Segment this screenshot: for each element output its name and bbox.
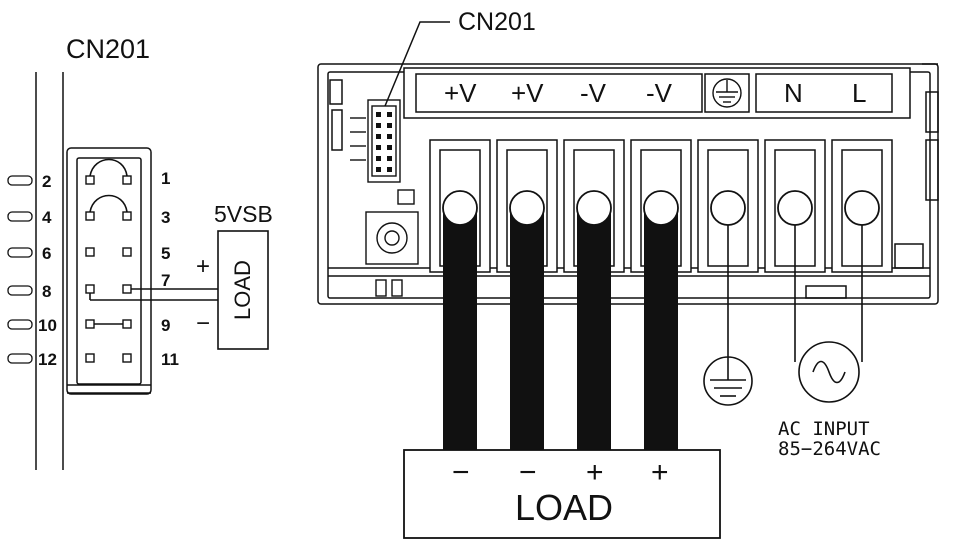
terminal-label-n: N xyxy=(784,78,803,108)
cn201-callout-leader xyxy=(384,21,450,107)
connector-pin-tabs xyxy=(7,175,33,364)
pin-label-11: 11 xyxy=(161,350,179,369)
load-sign-1: − xyxy=(452,456,470,489)
pin-label-6: 6 xyxy=(42,244,52,263)
pin-label-10: 10 xyxy=(38,316,57,335)
cn201-connector-board xyxy=(35,72,152,470)
ac-source-icon xyxy=(794,225,863,403)
ac-voltage-label: 85−264VAC xyxy=(778,438,881,460)
standby-minus-sign: − xyxy=(196,310,211,337)
pin-label-3: 3 xyxy=(161,208,171,227)
ac-input-label: AC INPUT xyxy=(778,418,870,440)
standby-load-label: LOAD xyxy=(230,260,255,320)
pin-label-9: 9 xyxy=(161,316,171,335)
connector-pins xyxy=(85,175,132,363)
main-load-box xyxy=(403,449,721,539)
standby-load-box xyxy=(217,230,269,350)
pin-label-8: 8 xyxy=(42,282,52,301)
pin-label-2: 2 xyxy=(42,172,52,191)
connector-jumpers xyxy=(89,158,218,325)
earth-ground-wire xyxy=(703,225,753,406)
pin-label-4: 4 xyxy=(42,208,52,227)
psu-cn201-callout: CN201 xyxy=(458,8,536,36)
pin-label-12: 12 xyxy=(38,350,57,369)
main-load-label: LOAD xyxy=(515,487,614,528)
terminal-label-+v-2: +V xyxy=(511,78,544,108)
standby-label: 5VSB xyxy=(214,201,273,227)
terminal-screws xyxy=(442,190,880,226)
earth-ground-icon xyxy=(712,78,742,108)
pin-label-7: 7 xyxy=(161,271,171,290)
dc-output-wires xyxy=(443,212,678,450)
terminal-label--v-1: -V xyxy=(580,78,606,108)
load-sign-3: + xyxy=(586,456,604,489)
psu-side-leads xyxy=(350,117,366,161)
pin-label-1: 1 xyxy=(161,169,171,188)
connector-title: CN201 xyxy=(66,34,151,64)
psu-cn201-pins xyxy=(376,112,392,172)
terminal-label-+v-1: +V xyxy=(444,78,477,108)
terminal-label-l: L xyxy=(852,78,867,108)
psu-cn201-header xyxy=(367,99,401,183)
terminal-label-strip xyxy=(403,67,911,119)
load-sign-2: − xyxy=(519,456,537,489)
load-sign-4: + xyxy=(651,456,669,489)
pin-label-5: 5 xyxy=(161,244,171,263)
voltage-adjust-pot-icon xyxy=(365,189,419,297)
terminal-label--v-2: -V xyxy=(646,78,672,108)
standby-plus-sign: + xyxy=(196,253,211,280)
